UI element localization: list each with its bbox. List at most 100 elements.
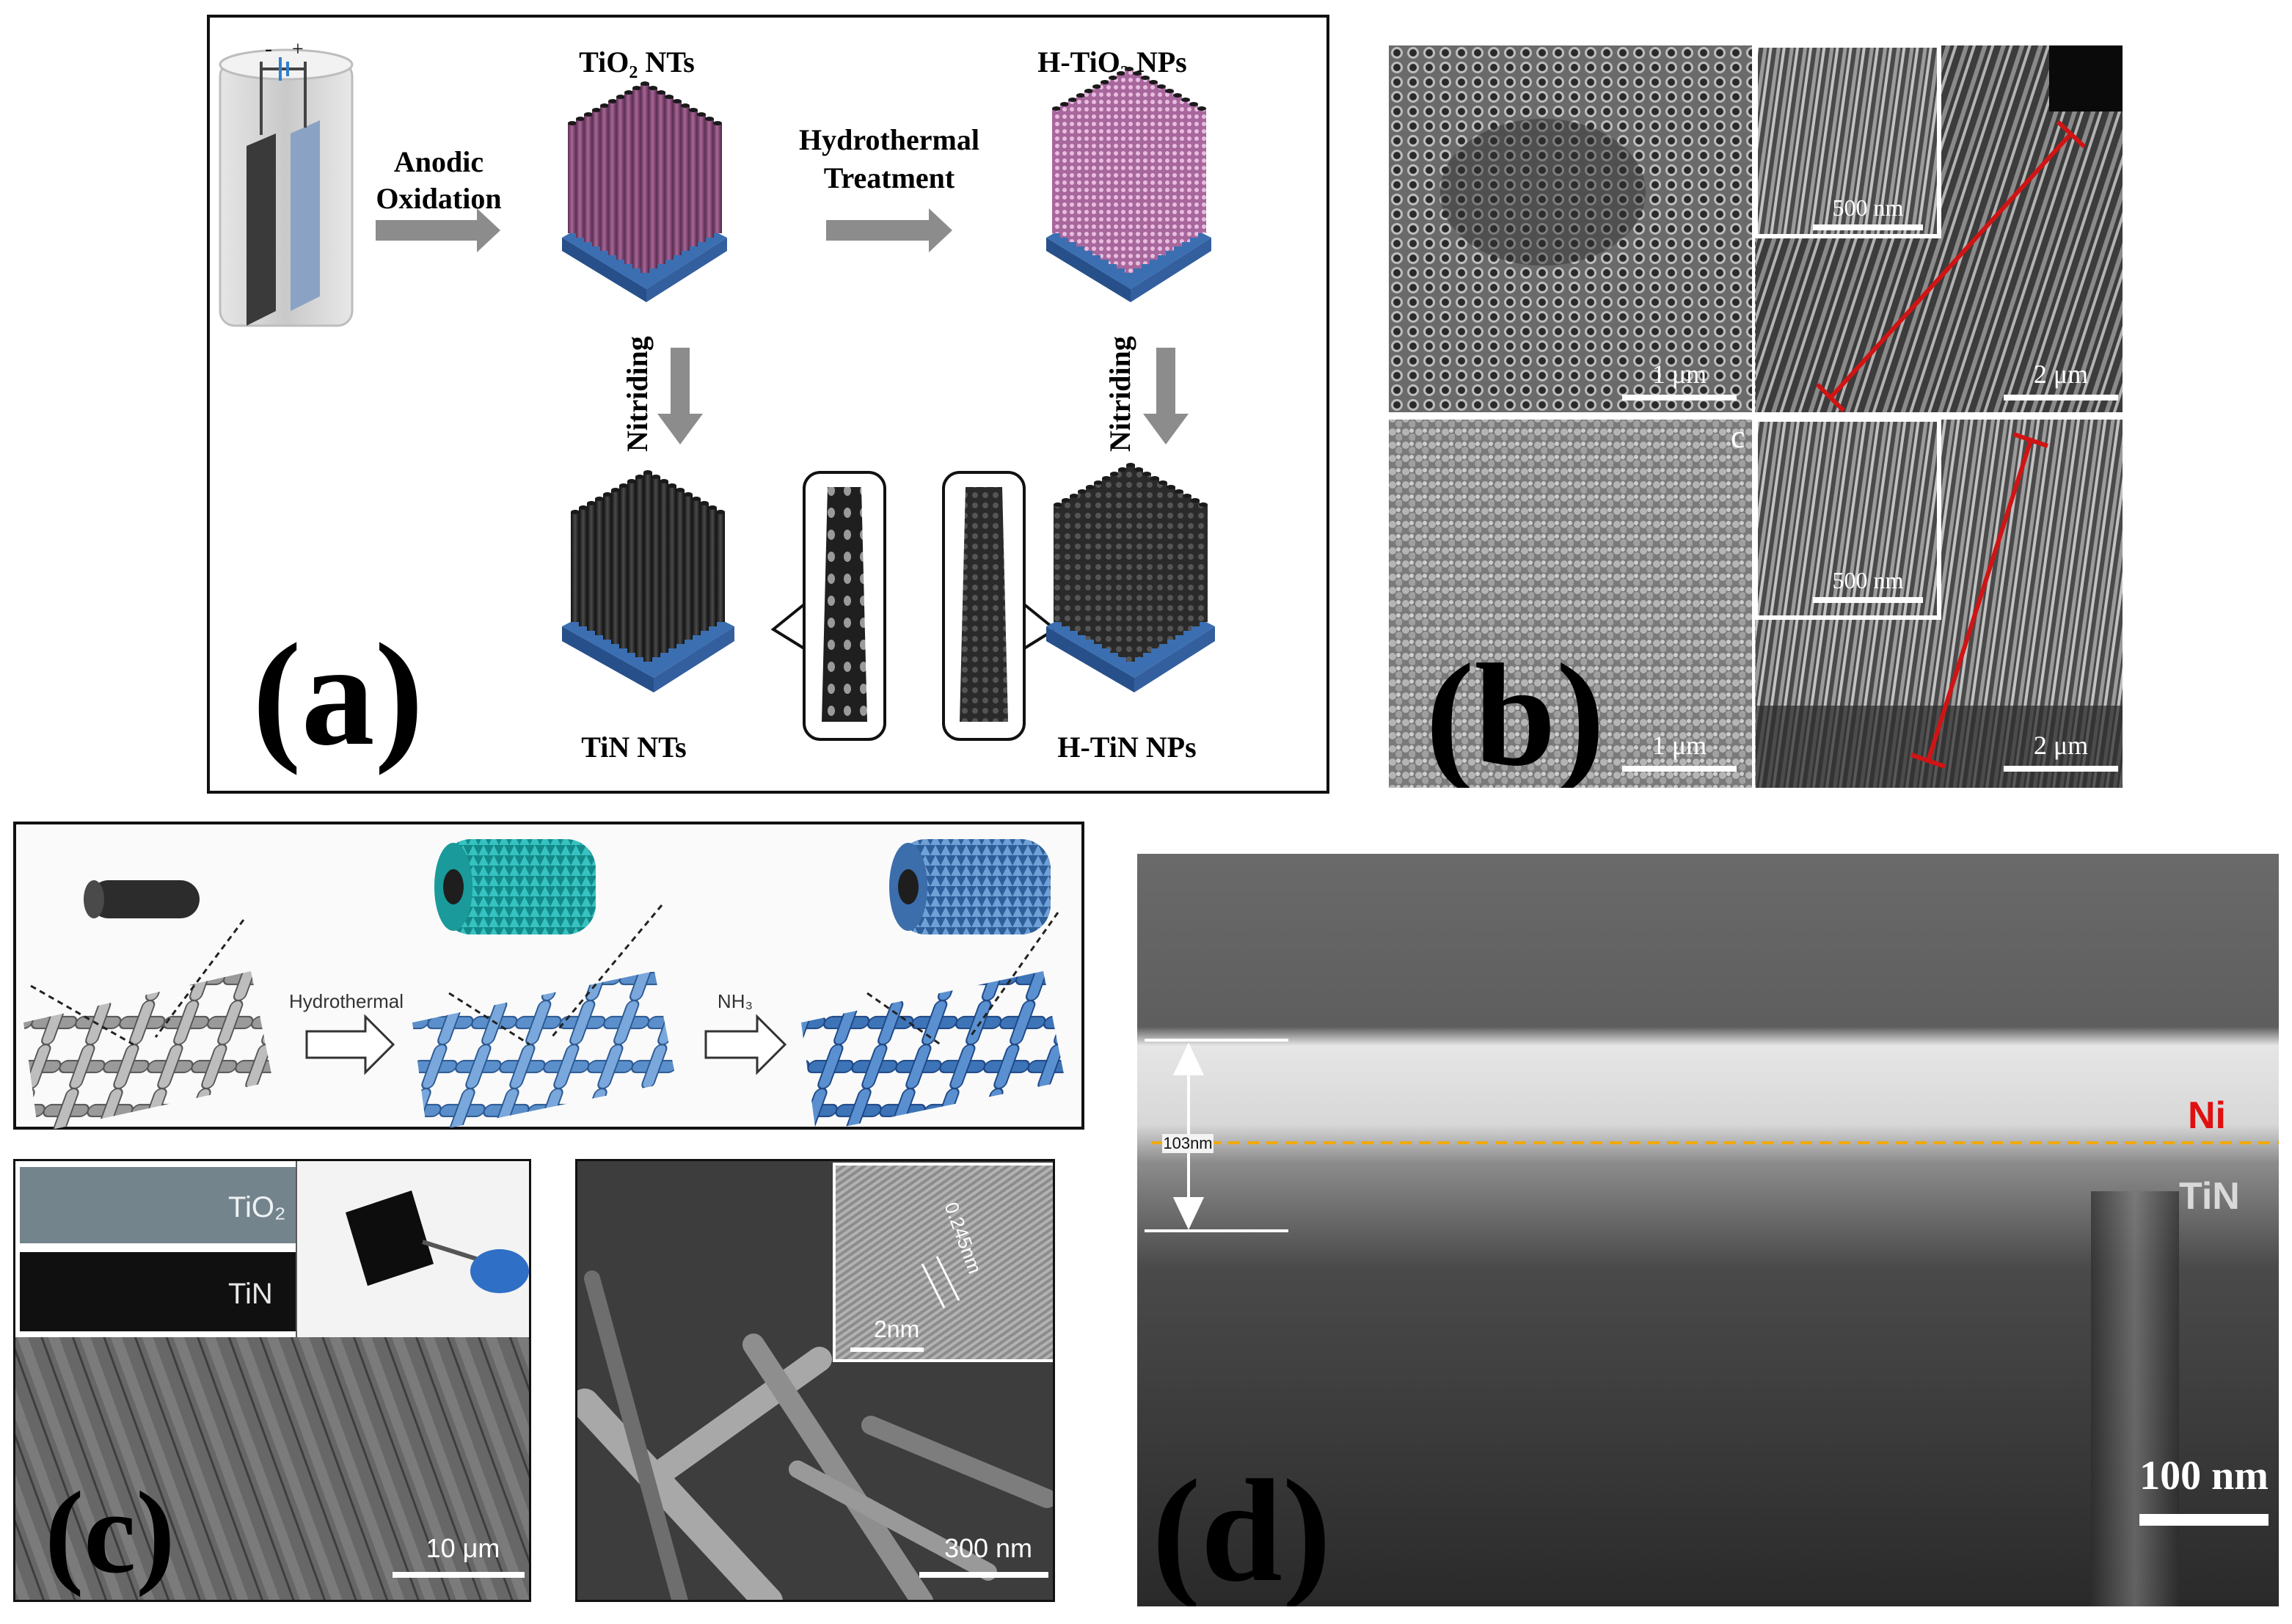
nanotube-opening [632, 86, 641, 90]
nanotube-opening [576, 117, 585, 121]
hrtem-inset [833, 1163, 1053, 1362]
svg-text:TiN NTs: TiN NTs [581, 731, 686, 764]
nanotube [1157, 87, 1166, 211]
panel-a-schematic: - + Anodic Oxidation TiO₂ NTs Hydrotherm… [219, 37, 1215, 776]
nanotube [660, 481, 668, 591]
nanotube [1126, 465, 1135, 582]
carbon-cloth-bare [23, 880, 273, 1133]
svg-text:H-TiN NPs: H-TiN NPs [1057, 731, 1196, 764]
svg-text:Nitriding: Nitriding [1103, 336, 1136, 452]
nanotube-opening [611, 488, 620, 492]
nanotube-opening [571, 510, 580, 514]
nanotube-opening [716, 510, 725, 514]
nanotube [1189, 104, 1198, 229]
nanotube [1167, 487, 1175, 604]
nanotube [640, 84, 649, 194]
svg-text:Treatment: Treatment [824, 161, 955, 194]
nanotube [1094, 483, 1103, 600]
sem-inset [1753, 417, 1941, 620]
nanotube [1141, 78, 1150, 202]
nanotube [1076, 95, 1085, 220]
nanotube-opening [657, 90, 665, 95]
nanotube [571, 512, 580, 622]
nanotube [1150, 478, 1159, 596]
nanotube-opening [579, 505, 588, 510]
svg-text:Anodic: Anodic [394, 145, 483, 178]
nanotube [684, 494, 693, 604]
nanotube [673, 101, 682, 211]
nanotube-opening [1102, 476, 1111, 480]
svg-text:TiO₂ NTs: TiO₂ NTs [579, 45, 695, 78]
nanotube [716, 512, 725, 622]
svg-text:2 μm: 2 μm [2034, 359, 2088, 389]
nanotube-opening [1052, 106, 1061, 111]
nanotube-opening [1117, 71, 1125, 76]
nanotube [1054, 505, 1062, 622]
nanotube [1052, 109, 1061, 233]
panel-d: 103nm Ni TiN (d) 100 nm [1137, 854, 2279, 1606]
panel-c-scheme-drawing: Hydrothermal NH₃ [23, 839, 1065, 1133]
nanotube [1070, 496, 1079, 613]
tin-nanotube-callout [770, 471, 886, 741]
tio2-cloth-photo [20, 1167, 296, 1243]
nanotube [668, 486, 676, 596]
nanotube [632, 88, 641, 198]
nanotube-opening [619, 483, 628, 488]
svg-text:103nm: 103nm [1163, 1134, 1212, 1152]
h-tio2-nanoparticle-array [1046, 67, 1211, 302]
nanotube-opening [1141, 76, 1150, 80]
nanotube [576, 119, 585, 229]
nanotube-opening [652, 475, 660, 479]
nanotube [1101, 82, 1109, 207]
nanotube [1109, 78, 1117, 202]
nanotube-opening [708, 505, 717, 510]
nanotube-opening [1118, 467, 1127, 472]
nanotube [587, 503, 596, 613]
nanotube [1086, 487, 1095, 604]
nanotube [579, 508, 588, 618]
nanotube [1062, 500, 1070, 618]
nanotube [1183, 496, 1191, 613]
tin-nanotube-array [562, 470, 734, 692]
nanotube [652, 477, 660, 587]
tin-coated-cloth [801, 839, 1065, 1133]
svg-text:1 μm: 1 μm [1652, 731, 1707, 760]
nanotube [1191, 500, 1200, 618]
process-arrow [376, 208, 500, 252]
nanotube-opening [635, 475, 644, 479]
panel-b: 1 μm 2 μm 500 nm 1 μm 2 μm 500 nm c (b) [1389, 43, 2123, 797]
nanotube-opening [616, 95, 625, 99]
nanotube [713, 123, 722, 233]
nanotube-opening [1158, 480, 1167, 485]
nanotube [1165, 91, 1174, 216]
svg-text:2nm: 2nm [874, 1316, 919, 1342]
nanotube [584, 114, 593, 224]
nanotube [1092, 87, 1101, 211]
svg-text:-: - [265, 37, 272, 61]
tio2-coated-cloth [412, 839, 676, 1133]
nanotube-opening [1183, 494, 1191, 498]
tin-layer-label: TiN [2179, 1175, 2240, 1218]
nanotube-opening [1175, 489, 1183, 494]
sem-top-view-nanotubes [1389, 45, 1756, 412]
scale-bar-label: 100 nm [2139, 1453, 2269, 1499]
panel-c-tem: 0.245nm 2nm 300 nm [575, 1159, 1055, 1602]
thickness-measure-line [1815, 120, 2087, 769]
scale-bar [2139, 1514, 2269, 1526]
nanotube [568, 123, 577, 233]
svg-text:Nitriding: Nitriding [621, 336, 654, 452]
thickness-arrow [1145, 1039, 1288, 1232]
nanotube-opening [1060, 102, 1069, 106]
nanotube-opening [1165, 89, 1174, 93]
nanotube-opening [660, 479, 668, 483]
nanotube-opening [1189, 102, 1198, 106]
nanotube-opening [587, 501, 596, 505]
nanotube-opening [1078, 489, 1087, 494]
nanotube-opening [676, 488, 685, 492]
nanotube [635, 477, 644, 587]
nanotube-opening [668, 483, 676, 488]
nanotube [1175, 491, 1183, 609]
nanotube [1149, 82, 1158, 207]
nanotube-opening [627, 479, 636, 483]
nitridation-arrow [704, 1014, 787, 1075]
